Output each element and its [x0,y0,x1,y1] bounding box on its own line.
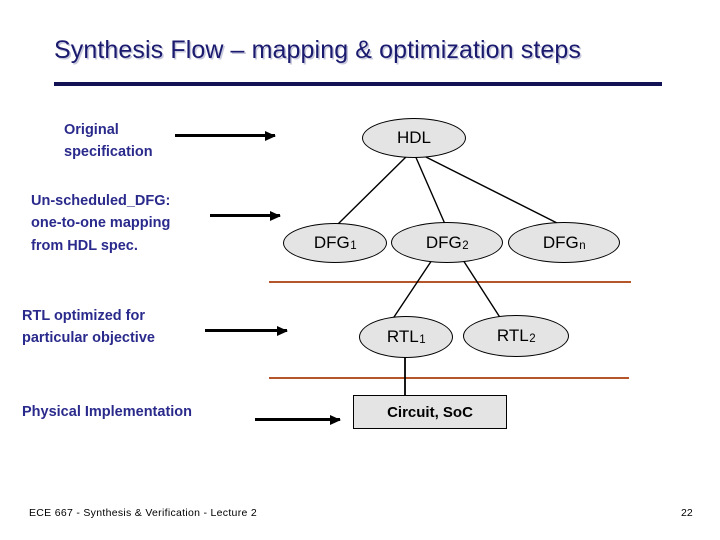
edge-dfg2-rtl1 [391,259,433,321]
separator-rule-lower [269,377,629,379]
graph-node-dfg2-subscript: 2 [462,239,469,252]
flow-arrow-right-1 [175,134,275,137]
graph-node-circuit: Circuit, SoC [353,395,507,429]
page-title: Synthesis Flow – mapping & optimization … [54,36,581,64]
graph-node-dfg1-label: DFG [313,233,350,252]
graph-node-rtl1-subscript: 1 [419,334,426,346]
edge-hdl-dfg1 [336,152,411,226]
step-label-physical: Physical Implementation [22,401,192,423]
graph-node-rtl2-subscript: 2 [529,333,536,345]
step-label-original: Original specification [64,119,153,164]
step-label-physical-line1: Physical Implementation [22,404,193,420]
step-label-unscheduled-line1: Un-scheduled_DFG: [31,193,171,209]
graph-node-hdl-label: HDL [396,128,431,147]
step-label-unscheduled-line3: from HDL spec. [31,237,138,254]
edge-dfg2-rtl2 [462,259,502,320]
graph-node-dfg2-label: DFG [425,232,462,252]
graph-node-rtl2-label: RTL [496,326,529,345]
title-underline-rule [54,82,662,86]
footer-course-text: ECE 667 - Synthesis & Verification - Lec… [29,507,257,519]
step-label-rtl-line1: RTL optimized for [22,308,145,324]
step-label-unscheduled: Un-scheduled_DFG: one-to-one mapping fro… [31,190,170,257]
edge-hdl-dfg2 [413,152,446,225]
flow-arrow-right-2 [210,214,280,217]
step-label-original-line2: specification [64,144,153,161]
graph-node-circuit-label: Circuit, SoC [387,403,473,421]
separator-rule-upper [269,281,631,283]
graph-node-hdl: HDL [362,118,466,158]
edge-hdl-dfgn [415,151,562,226]
step-label-unscheduled-line2: one-to-one mapping [31,215,171,232]
flow-arrow-right-3 [205,329,287,332]
graph-node-rtl1-label: RTL [386,327,419,346]
step-label-rtl-line2: particular objective [22,330,155,347]
graph-node-dfg1-subscript: 1 [350,240,357,252]
step-label-rtl: RTL optimized for particular objective [22,305,155,350]
flow-arrow-right-4 [255,418,340,421]
step-label-original-line1: Original [64,122,119,138]
graph-node-dfgn-subscript: n [579,239,586,252]
page-number: 22 [681,507,693,519]
graph-node-dfgn-label: DFG [542,232,579,252]
